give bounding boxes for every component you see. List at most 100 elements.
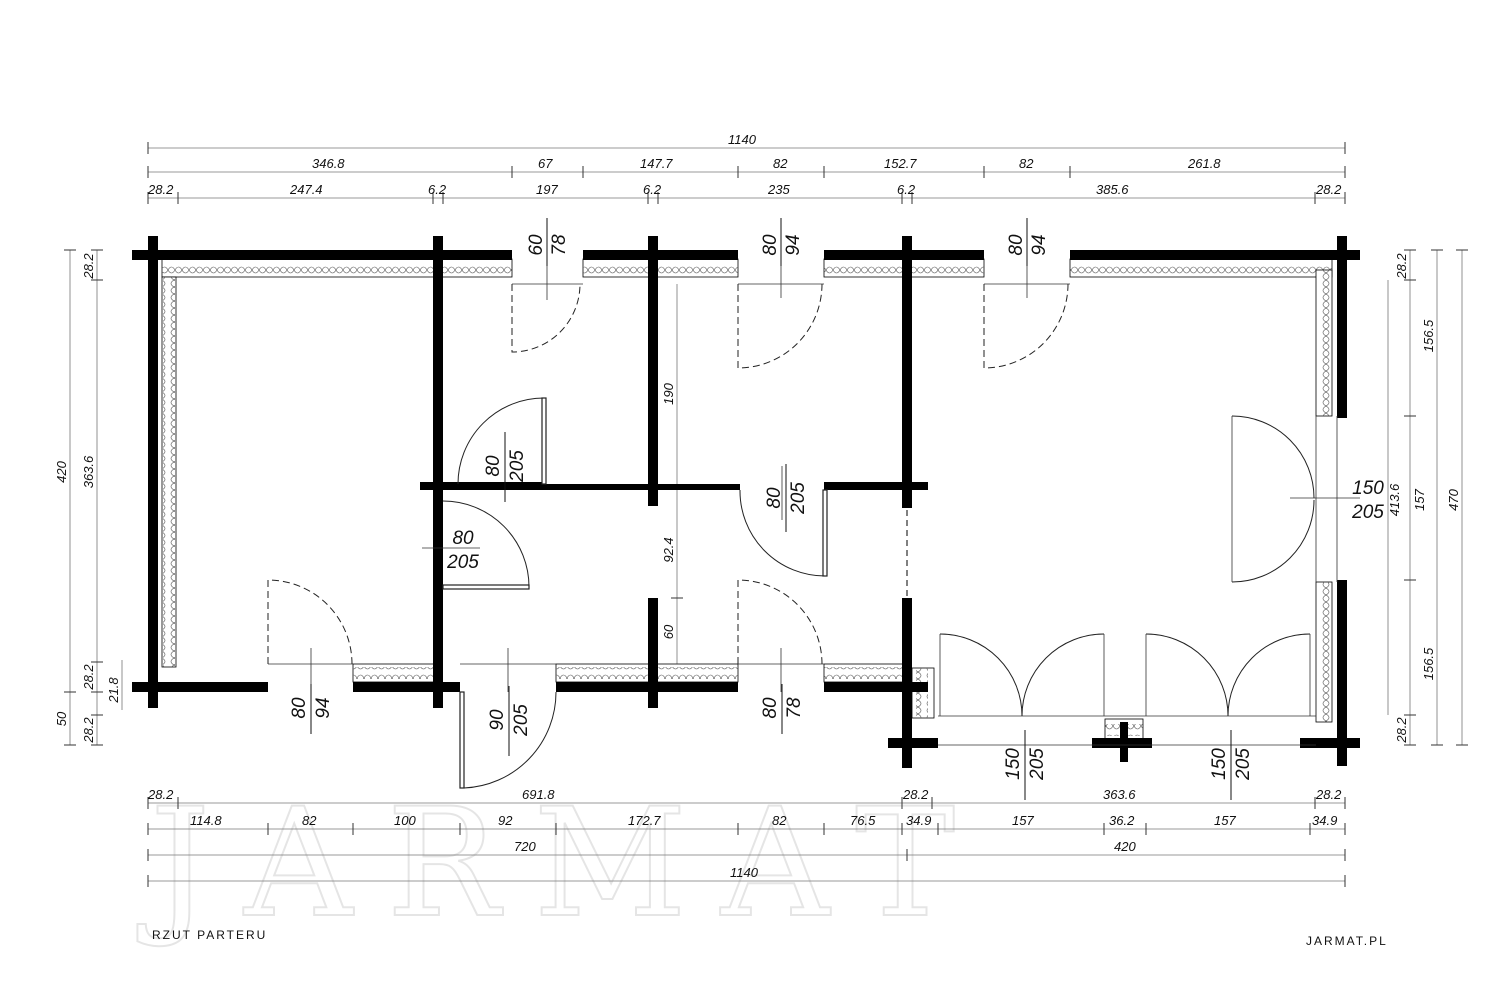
dim-top-r2: 82 (1019, 156, 1034, 171)
dimension-text: 60 (526, 234, 547, 256)
opening-label: 80 94 (1006, 218, 1050, 266)
doors-and-windows (267, 258, 1360, 789)
dim-bottom-r2: 82 (302, 813, 317, 828)
dim-bottom-r2: 76.5 (850, 813, 876, 828)
dimension-text: 78 (784, 697, 805, 719)
opening-label: 150 205 (1351, 478, 1384, 523)
dimension-text: 80 (452, 528, 474, 549)
opening-label: 150 205 (1003, 730, 1048, 800)
dimension-text: 80 (760, 697, 781, 719)
dimension-text: 205 (507, 450, 528, 483)
dim-top-r2: 82 (773, 156, 788, 171)
dimension-text: 94 (1029, 234, 1050, 255)
dimension-text: 205 (511, 704, 532, 737)
dimension-text: 90 (487, 709, 508, 731)
dim-top-r2: 147.7 (640, 156, 673, 171)
left-dimension-chains: 420 363.6 28.2 28.2 21.8 50 28.2 (54, 249, 123, 746)
dimension-text: 205 (788, 482, 809, 515)
dimension-text: 80 (289, 697, 310, 719)
dim-top-r3: 28.2 (147, 182, 174, 197)
dimension-text: 94 (783, 234, 804, 255)
dim-top-r3: 6.2 (643, 182, 662, 197)
dim-left: 21.8 (106, 677, 121, 704)
dim-bottom-r1: 28.2 (147, 787, 174, 802)
drawing-title: RZUT PARTERU (152, 928, 268, 942)
dim-right: 156.5 (1421, 319, 1436, 352)
opening-label: 60 78 (526, 218, 570, 266)
dim-top-r2: 67 (538, 156, 553, 171)
opening-label: 150 205 (1209, 730, 1254, 800)
dim-right: 470 (1446, 488, 1461, 510)
watermark-text: JARMAT (137, 777, 989, 951)
opening-label: 80 205 (446, 528, 479, 573)
walls (132, 236, 1360, 768)
dimension-text: 80 (483, 455, 504, 477)
dim-bottom-r2: 36.2 (1109, 813, 1135, 828)
dim-bottom-r1: 28.2 (1315, 787, 1342, 802)
dim-bottom-r1: 691.8 (522, 787, 555, 802)
dim-top-r2: 346.8 (312, 156, 345, 171)
dim-right: 156.5 (1421, 647, 1436, 680)
right-dimension-chains: 28.2 156.5 157 156.5 28.2 470 413.6 (1387, 249, 1468, 746)
dim-inner: 92.4 (661, 537, 676, 562)
bottom-dimension-chains: 28.2 691.8 28.2 363.6 28.2 114.8 82 100 … (147, 787, 1346, 887)
dim-bottom-r2: 114.8 (190, 813, 222, 828)
dim-left: 28.2 (81, 253, 96, 280)
dimension-text: 150 (1003, 748, 1024, 780)
dim-top-r3: 28.2 (1315, 182, 1342, 197)
dim-left: 363.6 (81, 455, 96, 488)
dim-right: 413.6 (1387, 483, 1402, 516)
dimension-text: 80 (760, 234, 781, 256)
dim-left: 50 (54, 711, 69, 726)
dimension-text: 205 (1027, 748, 1048, 781)
opening-label: 90 205 (487, 686, 532, 756)
dim-top-r3: 6.2 (428, 182, 447, 197)
dim-bottom-r2: 172.7 (628, 813, 661, 828)
dim-top-r2: 152.7 (884, 156, 917, 171)
dim-top-r3: 247.4 (289, 182, 323, 197)
insulation-layers (161, 258, 1333, 744)
dimension-text: 80 (764, 487, 785, 509)
dim-bottom-r2: 100 (394, 813, 416, 828)
dim-bottom-r1: 363.6 (1103, 787, 1136, 802)
dimension-text: 80 (1006, 234, 1027, 256)
opening-labels: 60 78 80 94 80 94 80 205 80 205 80 205 (289, 218, 1384, 800)
dim-left: 28.2 (81, 664, 96, 691)
dimension-text: 94 (313, 697, 334, 718)
top-dimension-chains: 1140 346.8 67 147.7 82 152.7 82 261.8 28… (147, 132, 1346, 204)
dim-right: 28.2 (1394, 253, 1409, 280)
dimension-text: 205 (1351, 502, 1384, 523)
dim-top-r3: 197 (536, 182, 558, 197)
dim-top-r2: 261.8 (1187, 156, 1221, 171)
dim-bottom-total: 1140 (730, 865, 759, 880)
dim-bottom-r2: 34.9 (906, 813, 931, 828)
dimension-text: 150 (1352, 478, 1384, 499)
dim-left: 420 (54, 460, 69, 482)
dim-bottom-r2: 92 (498, 813, 513, 828)
dim-bottom-r2: 157 (1214, 813, 1236, 828)
opening-label: 80 205 (764, 464, 809, 532)
dim-top-r3: 6.2 (897, 182, 916, 197)
inner-dimensions: 190 92.4 60 (661, 284, 683, 665)
dim-right: 157 (1412, 488, 1427, 510)
dimension-text: 205 (446, 552, 479, 573)
opening-label: 80 94 (760, 218, 804, 266)
dim-bottom-r2: 34.9 (1312, 813, 1337, 828)
dim-bottom-r3: 420 (1114, 839, 1136, 854)
dim-left: 28.2 (81, 717, 96, 744)
dim-right: 28.2 (1394, 717, 1409, 744)
dim-top-r3: 235 (767, 182, 790, 197)
dim-bottom-r2: 157 (1012, 813, 1034, 828)
dimension-text: 150 (1209, 748, 1230, 780)
dimension-text: 205 (1233, 748, 1254, 781)
dimension-text: 78 (549, 234, 570, 256)
dim-inner: 60 (661, 624, 676, 639)
dim-bottom-r2: 82 (772, 813, 787, 828)
opening-label: 80 94 (289, 684, 334, 734)
opening-label: 80 205 (483, 432, 528, 502)
dim-bottom-r3: 720 (514, 839, 536, 854)
site-label: JARMAT.PL (1306, 934, 1388, 948)
dim-top-r3: 385.6 (1096, 182, 1129, 197)
dim-top-total: 1140 (728, 132, 757, 147)
